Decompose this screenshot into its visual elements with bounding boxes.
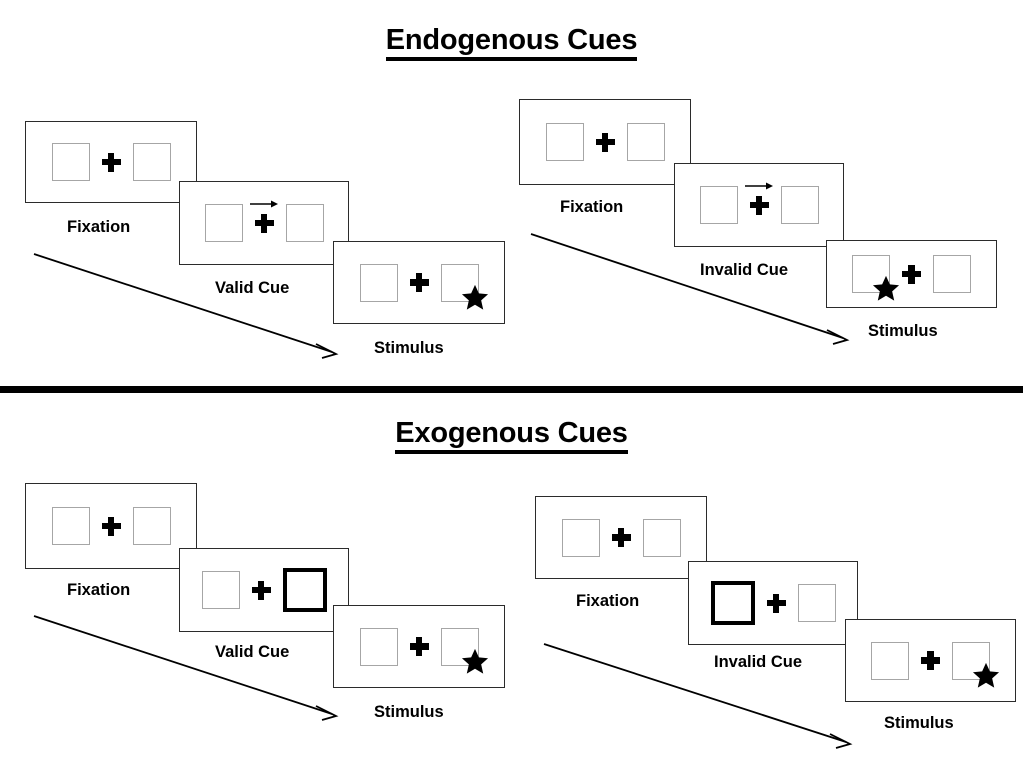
placeholder-box-left [359,627,398,666]
placeholder-box-left [359,263,398,302]
panel-exogenous-invalid-cue[interactable] [688,561,858,645]
panel-exogenous-valid-fixation[interactable] [25,483,197,569]
caption-exogenous-valid-cue: Valid Cue [215,643,290,661]
sequence-arrow-exogenous-invalid [540,638,870,762]
plus-icon [611,528,631,547]
panel-endogenous-invalid-fixation[interactable] [519,99,691,185]
plus-icon [745,182,773,215]
caption-endogenous-invalid-fixation: Fixation [560,198,624,216]
caption-exogenous-invalid-cue: Invalid Cue [714,653,803,671]
target-box-right [440,263,488,310]
placeholder-box-right [285,204,324,242]
plus-icon [595,132,615,152]
placeholder-box-right [132,143,171,181]
display-row [51,143,171,181]
section-title-exogenous: Exogenous Cues [0,417,1023,454]
placeholder-box-left [545,123,584,161]
placeholder-box-left [51,507,90,545]
display-row [359,627,488,674]
panel-exogenous-invalid-stimulus[interactable] [845,619,1016,702]
display-row [710,581,836,625]
plus-icon [251,580,271,600]
plus-icon [766,593,786,613]
panel-exogenous-invalid-fixation[interactable] [535,496,707,579]
caption-exogenous-invalid-stimulus: Stimulus [884,714,954,732]
plus-icon [902,264,921,284]
plus-icon [409,637,429,656]
placeholder-box-right [933,255,971,293]
display-row [545,123,665,161]
placeholder-box-right [797,584,836,622]
target-box-left [852,255,900,301]
bold-square-icon [710,581,755,625]
caption-exogenous-valid-fixation: Fixation [67,581,131,599]
caption-endogenous-valid-fixation: Fixation [67,218,131,236]
plus-icon [250,200,278,233]
placeholder-box-left [699,186,738,224]
sequence-arrow-endogenous-valid [30,248,350,366]
target-box-right [440,627,488,674]
right-arrow-icon [249,199,279,210]
placeholder-box-left [871,641,909,680]
placeholder-box-left [561,518,600,557]
section-title-endogenous-text: Endogenous Cues [385,26,637,61]
right-arrow-icon [744,181,774,192]
caption-endogenous-valid-cue: Valid Cue [215,279,290,297]
plus-icon [101,152,121,172]
panel-endogenous-valid-cue[interactable] [179,181,349,265]
bold-square-icon [282,568,327,612]
placeholder-box-right [132,507,171,545]
target-box-right [952,641,1000,688]
placeholder-box-right [780,186,819,224]
plus-icon [101,516,121,536]
caption-exogenous-invalid-fixation: Fixation [576,592,640,610]
display-row [852,255,971,301]
placeholder-box-left [51,143,90,181]
display-row [51,507,171,545]
caption-endogenous-valid-stimulus: Stimulus [374,339,444,357]
caption-exogenous-valid-stimulus: Stimulus [374,703,444,721]
placeholder-box-right [626,123,665,161]
panel-endogenous-valid-stimulus[interactable] [333,241,505,324]
panel-endogenous-invalid-stimulus[interactable] [826,240,997,308]
caption-endogenous-invalid-cue: Invalid Cue [700,261,789,279]
plus-icon [921,651,940,670]
display-row [561,518,681,557]
section-title-endogenous: Endogenous Cues [0,24,1023,61]
panel-exogenous-valid-stimulus[interactable] [333,605,505,688]
section-divider [0,386,1023,393]
panel-exogenous-valid-cue[interactable] [179,548,349,632]
plus-icon [409,273,429,292]
display-row [871,641,1000,688]
placeholder-box-left [201,571,240,609]
display-row [204,200,324,242]
panel-endogenous-invalid-cue[interactable] [674,163,844,247]
panel-endogenous-valid-fixation[interactable] [25,121,197,203]
placeholder-box-right [642,518,681,557]
display-row [201,568,327,612]
placeholder-box-left [204,204,243,242]
caption-endogenous-invalid-stimulus: Stimulus [868,322,938,340]
display-row [699,182,819,224]
display-row [359,263,488,310]
section-title-exogenous-text: Exogenous Cues [395,419,628,454]
